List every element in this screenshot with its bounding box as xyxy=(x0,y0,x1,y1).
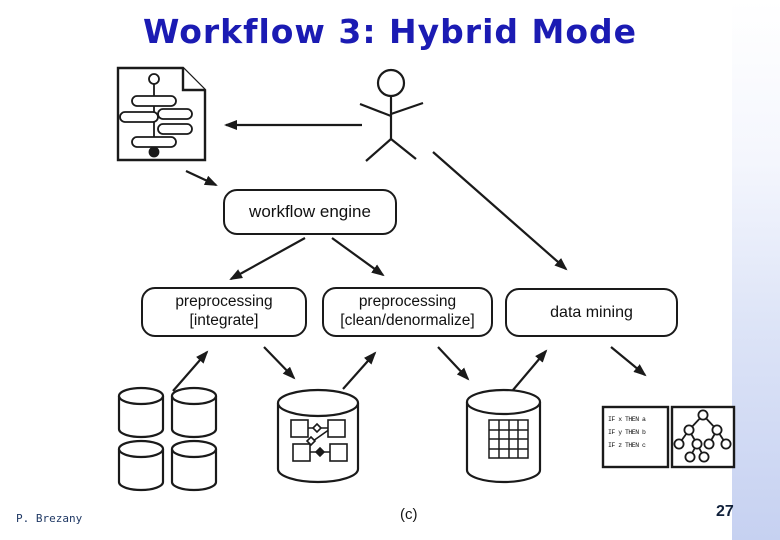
arrow-document-to-engine xyxy=(185,170,218,186)
arrow-table-db-to-data-mining xyxy=(512,349,548,391)
node-workflow-engine: workflow engine xyxy=(223,189,397,235)
database-cylinder-icon xyxy=(170,386,218,439)
node-label: workflow engine xyxy=(249,201,371,221)
arrow-engine-to-preprocessing-clean xyxy=(331,237,385,277)
arrow-user-to-data-mining xyxy=(432,151,568,271)
arrow-databases-to-preprocessing-integrate xyxy=(172,350,209,392)
rules-result-icon xyxy=(601,405,670,469)
slide-title: Workflow 3: Hybrid Mode xyxy=(142,12,638,51)
database-cylinder-icon xyxy=(117,386,165,439)
page-number: 27 xyxy=(716,503,734,520)
arrow-data-mining-to-results xyxy=(610,346,647,377)
arrow-preprocessing-integrate-to-schema-db xyxy=(263,346,296,380)
node-preprocessing-integrate: preprocessing [integrate] xyxy=(141,287,307,337)
database-cylinder-icon xyxy=(117,439,165,492)
node-preprocessing-clean: preprocessing [clean/denormalize] xyxy=(322,287,493,337)
node-label: data mining xyxy=(550,303,633,321)
source-databases-icon xyxy=(117,386,218,492)
node-label: preprocessing xyxy=(358,293,457,311)
node-data-mining: data mining xyxy=(505,288,678,337)
user-actor-icon xyxy=(359,68,424,162)
arrow-preprocessing-clean-to-table-db xyxy=(437,346,470,381)
gradient-band xyxy=(732,0,780,540)
node-sublabel: [integrate] xyxy=(189,312,259,329)
rule-line: IF z THEN c xyxy=(608,442,646,449)
schema-database-icon xyxy=(276,388,360,484)
table-database-icon xyxy=(465,388,542,484)
node-sublabel: [clean/denormalize] xyxy=(340,312,475,329)
arrow-schema-db-to-preprocessing-clean xyxy=(342,351,377,390)
arrow-engine-to-preprocessing-integrate xyxy=(229,237,306,280)
footer-copyright-mark: (c) xyxy=(400,506,418,523)
database-cylinder-icon xyxy=(170,439,218,492)
footer-author: P. Brezany xyxy=(16,512,83,525)
rule-line: IF x THEN a xyxy=(608,416,646,423)
node-label: preprocessing xyxy=(175,293,273,311)
decision-tree-icon xyxy=(670,405,736,469)
rule-line: IF y THEN b xyxy=(608,429,646,436)
workflow-document-icon xyxy=(116,66,207,162)
rules-lines: IF x THEN a IF y THEN b IF z THEN c xyxy=(608,413,664,452)
